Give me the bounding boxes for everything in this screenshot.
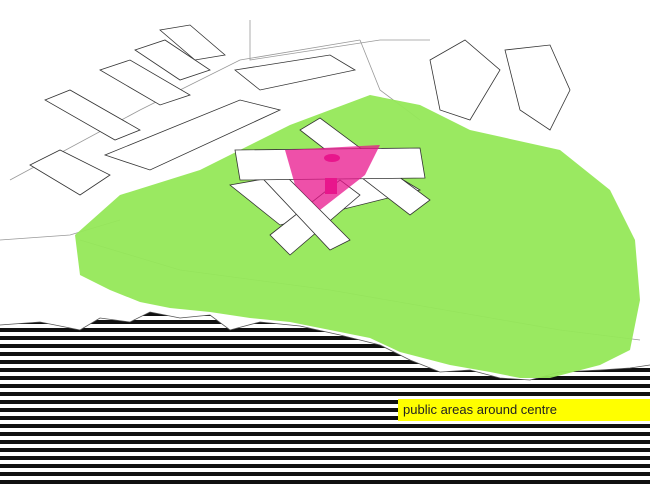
legend-public-areas: public areas around centre xyxy=(398,399,650,421)
public-area xyxy=(75,95,640,378)
centre-building xyxy=(229,117,431,256)
existing-buildings xyxy=(29,24,571,196)
